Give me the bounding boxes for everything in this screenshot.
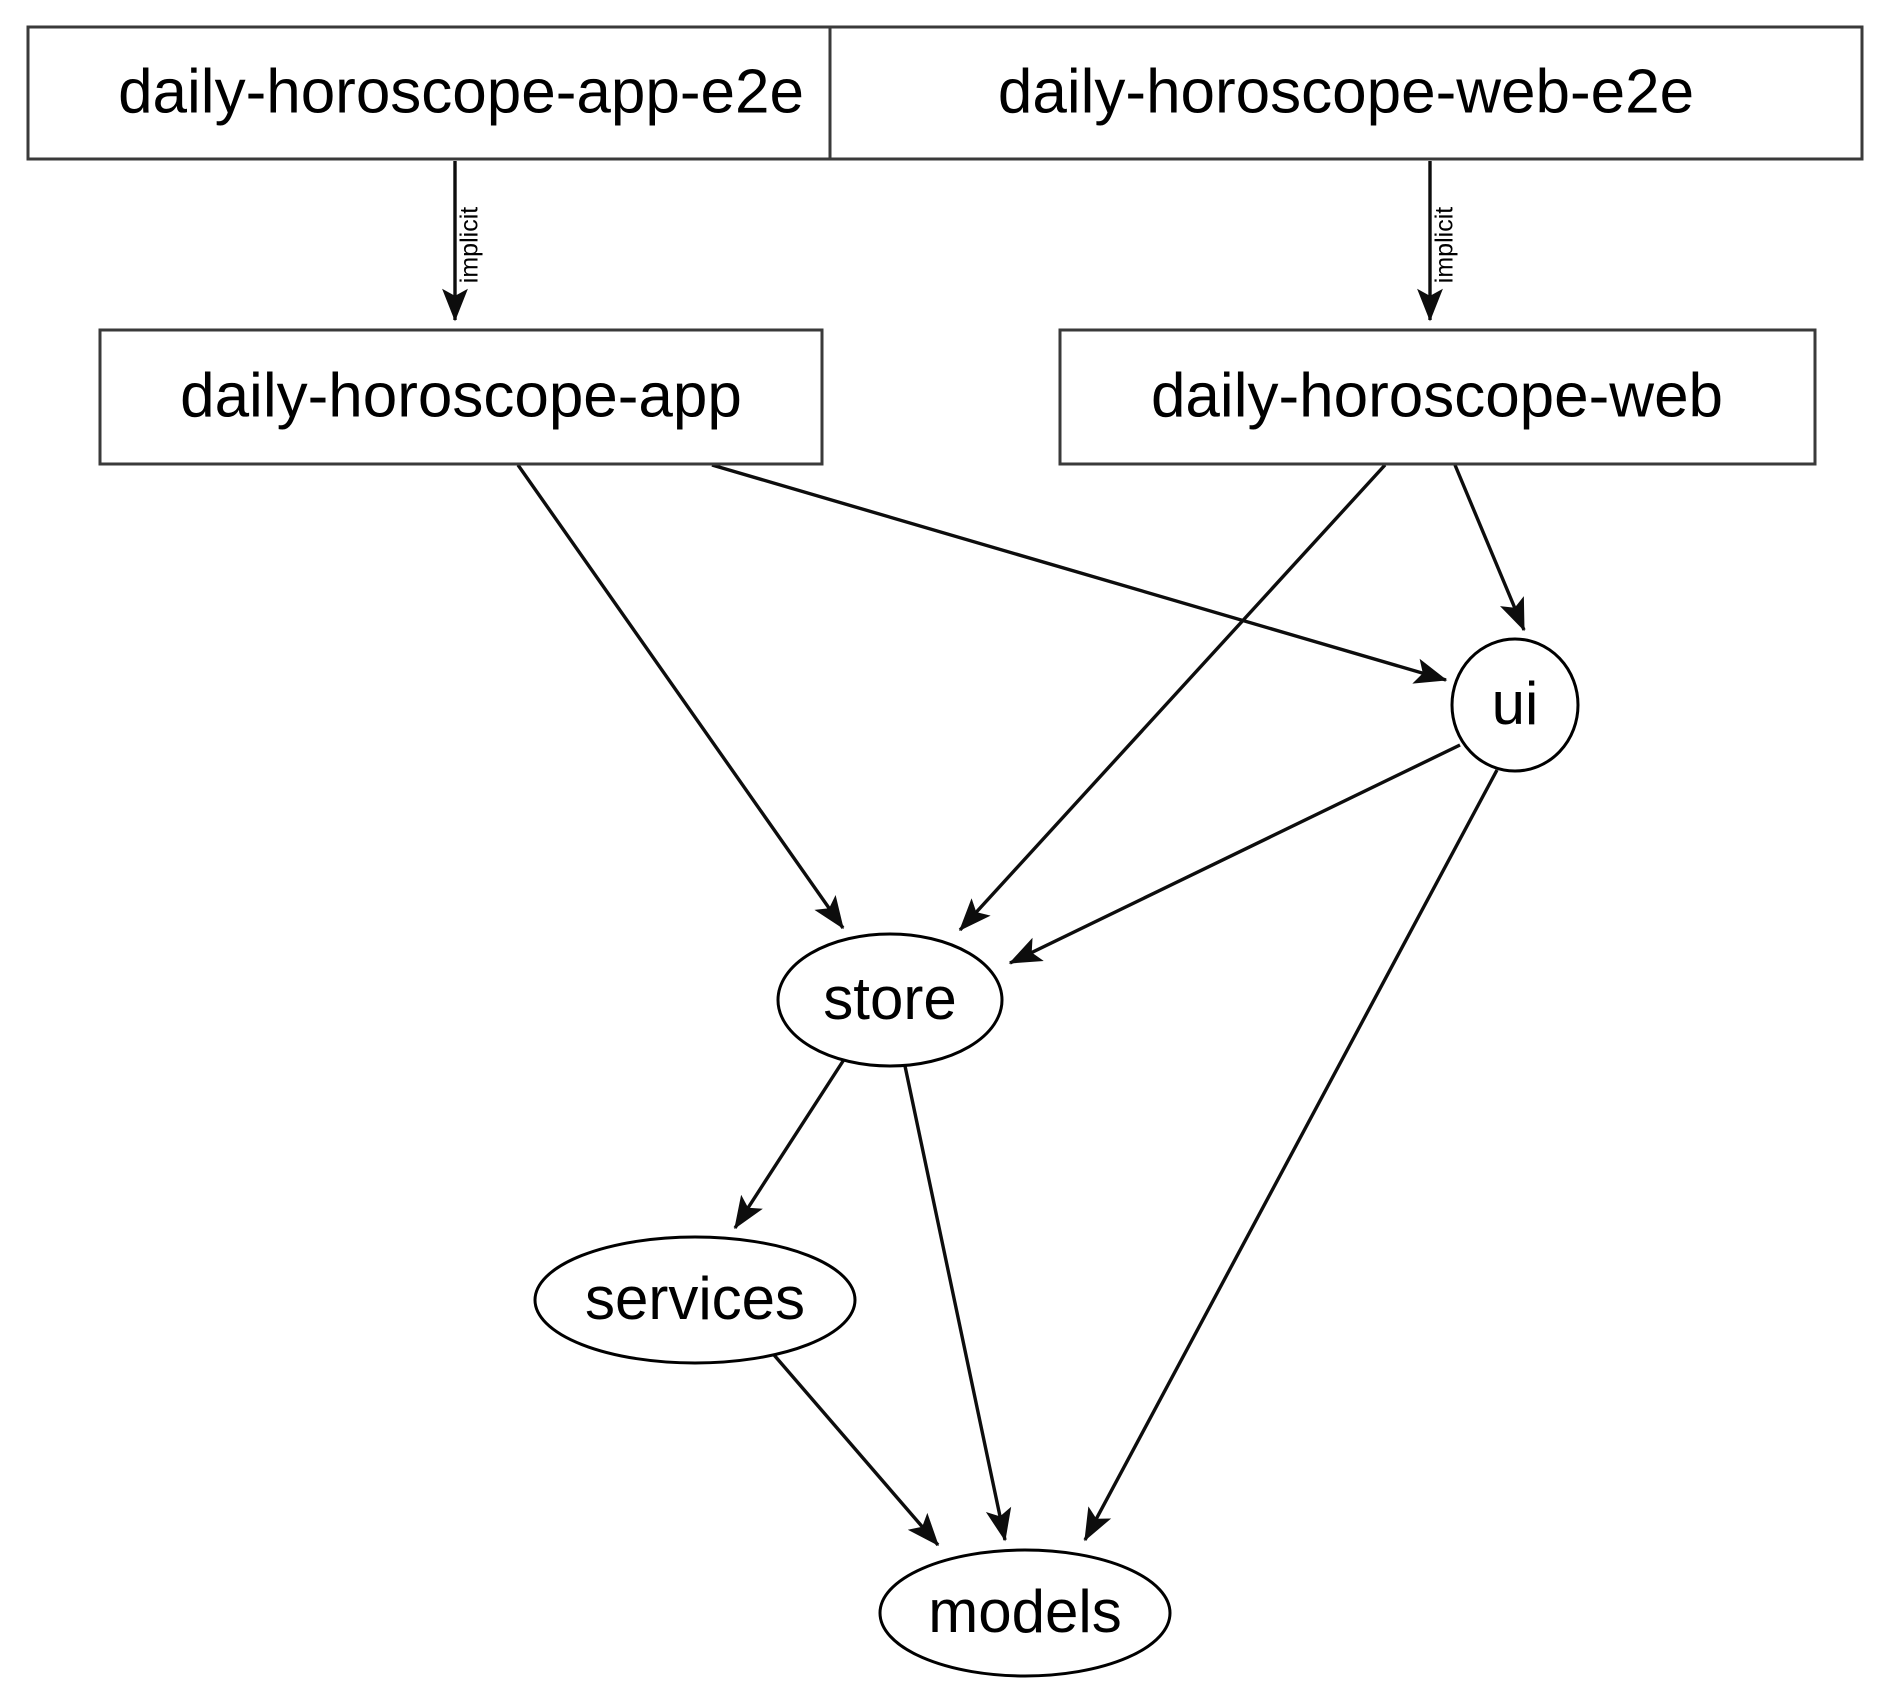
node-label-daily-horoscope-app-e2e: daily-horoscope-app-e2e — [118, 57, 804, 126]
edge-app-e2e-to-app: implicit — [442, 161, 484, 322]
node-rect-shape — [1058, 328, 1817, 466]
node-ellipse-shape — [776, 932, 1004, 1068]
edge-web-e2e-to-web: implicit — [1417, 161, 1459, 322]
node-ellipse-shape — [1450, 637, 1580, 773]
node-daily-horoscope-app[interactable]: daily-horoscope-app — [98, 328, 824, 466]
edge-app-to-ui — [711, 463, 1448, 684]
edge-line — [958, 463, 1387, 932]
edge-app-to-store — [516, 464, 845, 930]
node-label-models: models — [928, 1578, 1121, 1645]
node-daily-horoscope-web-e2e[interactable]: daily-horoscope-web-e2e — [828, 25, 1864, 161]
node-rect-shape — [828, 25, 1864, 161]
edge-line — [903, 1065, 1012, 1542]
node-rect-shape — [26, 25, 896, 161]
node-rect-shape — [98, 328, 824, 466]
node-label-daily-horoscope-app: daily-horoscope-app — [180, 361, 742, 430]
edge-label-implicit-right: implicit — [1431, 207, 1459, 283]
edge-line — [1083, 769, 1499, 1542]
edge-store-to-models — [903, 1065, 1012, 1542]
node-daily-horoscope-web[interactable]: daily-horoscope-web — [1058, 328, 1817, 466]
node-label-daily-horoscope-web: daily-horoscope-web — [1151, 361, 1723, 430]
node-services[interactable]: services — [533, 1235, 857, 1365]
edge-line — [1008, 743, 1461, 965]
node-label-ui: ui — [1492, 670, 1539, 737]
edge-web-to-store — [958, 463, 1387, 932]
edge-line — [1453, 464, 1526, 632]
edge-line — [516, 464, 845, 930]
edge-label-implicit-left: implicit — [456, 207, 484, 283]
node-label-daily-horoscope-web-e2e: daily-horoscope-web-e2e — [998, 57, 1694, 126]
node-label-store: store — [823, 965, 956, 1032]
edge-line — [766, 1346, 940, 1547]
edge-ui-to-models — [1083, 769, 1499, 1542]
edge-web-to-ui — [1453, 464, 1526, 632]
node-models[interactable]: models — [878, 1548, 1172, 1678]
edge-services-to-models — [766, 1346, 940, 1547]
edge-line — [733, 1057, 847, 1230]
node-label-services: services — [585, 1265, 805, 1332]
node-daily-horoscope-app-e2e[interactable]: daily-horoscope-app-e2e — [26, 25, 896, 161]
node-ui[interactable]: ui — [1450, 637, 1580, 773]
node-store[interactable]: store — [776, 932, 1004, 1068]
edge-ui-to-store — [1008, 743, 1461, 965]
node-ellipse-shape — [533, 1235, 857, 1365]
edge-store-to-services — [733, 1057, 847, 1230]
node-ellipse-shape — [878, 1548, 1172, 1678]
edge-line — [711, 463, 1448, 684]
